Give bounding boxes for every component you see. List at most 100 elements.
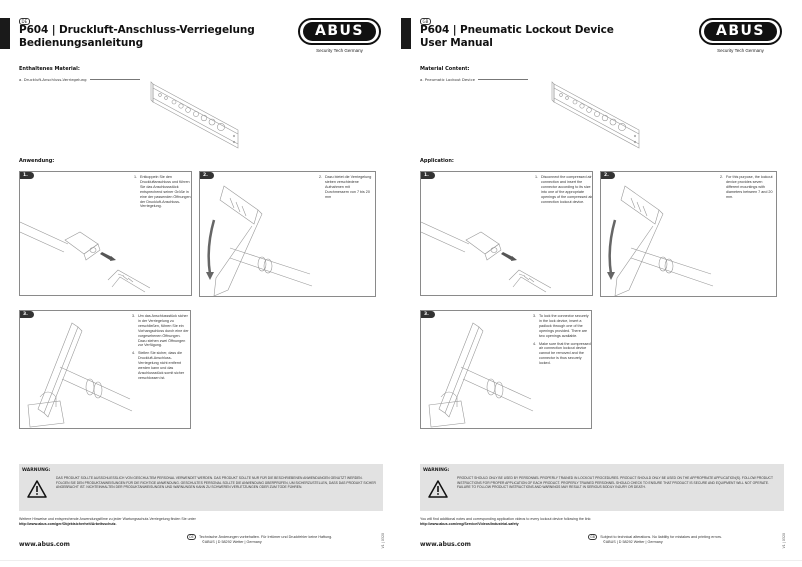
lockout-device-illustration — [150, 81, 239, 149]
step-badge: 3. — [421, 311, 435, 318]
step-number: 2. — [319, 175, 323, 179]
more-info-link[interactable]: http://www.abus.com/eng/Service/Videos/I… — [420, 522, 519, 526]
page-title: P604 | Druckluft-Anschluss-Verriegelung … — [19, 24, 255, 50]
material-heading: Enthaltenes Material: — [19, 66, 80, 72]
connector-illustration — [20, 221, 150, 293]
warning-text: Product should only be used by personnel… — [457, 476, 773, 490]
logo-tagline: Security Tech Germany — [316, 48, 363, 53]
padlock-illustration — [27, 322, 133, 428]
step-number: 3. — [132, 314, 136, 318]
warning-box: WARNUNG: Das Produkt sollte ausschließli… — [19, 464, 383, 511]
title-subtitle: User Manual — [420, 37, 493, 49]
mounting-illustration — [206, 185, 313, 296]
abus-logo: ABUS — [699, 18, 782, 45]
step-number: 1. — [535, 175, 539, 179]
material-item-label: a. Druckluft-Anschluss-Verriegelung — [19, 77, 87, 82]
step-instruction: To lock the connector securely in the lo… — [539, 314, 589, 338]
language-edge-tab — [401, 18, 411, 49]
step-number: 4. — [132, 351, 136, 356]
bottom-divider — [0, 560, 802, 561]
step-instruction: Stellen Sie sicher, dass die Druckluft-A… — [138, 351, 185, 380]
step-2-panel: 2. 2.For this purpose, the lockout devic… — [600, 171, 777, 297]
more-info-text: You will find additional notes and corre… — [420, 517, 592, 521]
curved-arrow-down-icon — [207, 219, 216, 275]
step-number: 1. — [134, 175, 138, 179]
step-instruction: Dazu bietet die Verriegelung sieben vers… — [325, 175, 372, 199]
disclaimer-text: Technische Änderungen vorbehalten. Für I… — [199, 534, 333, 539]
step-2-panel: 2. 2.Dazu bietet die Verriegelung sieben… — [199, 171, 376, 297]
company-address: ©ABUS | D 58292 Wetter | Germany — [202, 540, 262, 544]
application-heading: Application: — [420, 158, 454, 164]
step-badge: 2. — [200, 172, 214, 179]
material-item: a. Druckluft-Anschluss-Verriegelung — [19, 77, 140, 82]
arrow-right-icon — [100, 252, 112, 260]
connector-illustration — [421, 221, 551, 293]
step-number: 4. — [533, 341, 537, 346]
language-edge-tab — [0, 18, 10, 49]
arrow-right-icon — [501, 252, 513, 260]
leader-line — [477, 79, 528, 80]
version-code: V1 | 0320 — [782, 533, 786, 549]
title-product: P604 | Pneumatic Lockout Device — [420, 24, 614, 36]
logo-tagline: Security Tech Germany — [717, 48, 764, 53]
step-3-text: 3.To lock the connector securely in the … — [533, 314, 591, 369]
step-badge: 3. — [20, 311, 34, 318]
step-badge: 2. — [601, 172, 615, 179]
warning-box: WARNING: Product should only be used by … — [420, 464, 784, 511]
application-heading: Anwendung: — [19, 158, 55, 164]
step-instruction: Make sure that the compressed air connec… — [539, 341, 591, 366]
curved-arrow-down-icon — [608, 219, 617, 275]
disclaimer-text: Subject to technical alterations. No lia… — [600, 534, 722, 539]
step-number: 3. — [533, 314, 537, 318]
website-link[interactable]: www.abus.com — [19, 541, 70, 548]
padlock-illustration — [428, 322, 534, 428]
step-1-text: 1.Entkoppeln Sie den Druckluftanschluss … — [134, 175, 191, 212]
title-product: P604 | Druckluft-Anschluss-Verriegelung — [19, 24, 255, 36]
language-badge: GB — [588, 534, 598, 540]
warning-title: WARNING: — [423, 468, 450, 473]
more-info: Weitere Hinweise und entsprechende Anwen… — [19, 517, 196, 527]
step-1-panel: 1. 1.Disconnect the compressed air conne… — [420, 171, 593, 296]
more-info-link[interactable]: http://www.abus.com/ger/Objektsicherheit… — [19, 522, 117, 526]
mounting-illustration — [607, 185, 714, 296]
leader-line — [89, 79, 140, 80]
step-3-panel: 3. 3.Um das Anschlussstück sicher in der… — [19, 310, 191, 429]
lockout-device-illustration — [551, 81, 640, 149]
abus-logo: ABUS — [298, 18, 381, 45]
warning-triangle-icon — [428, 480, 448, 498]
title-subtitle: Bedienungsanleitung — [19, 37, 144, 49]
more-info: You will find additional notes and corre… — [420, 517, 591, 527]
logo-wordmark: ABUS — [303, 22, 376, 41]
step-badge: 1. — [421, 172, 435, 179]
step-instruction: Um das Anschlussstück sicher in der Verr… — [138, 314, 189, 348]
step-1-panel: 1. 1.Entkoppeln Sie den Druckluftanschlu… — [19, 171, 192, 296]
company-address: ©ABUS | D 58292 Wetter | Germany — [603, 540, 663, 544]
step-instruction: For this purpose, the lockout device pro… — [726, 175, 773, 199]
step-instruction: Entkoppeln Sie den Druckluftanschluss un… — [140, 175, 191, 209]
step-2-text: 2.For this purpose, the lockout device p… — [720, 175, 774, 203]
step-number: 2. — [720, 175, 724, 179]
material-heading: Material Content: — [420, 66, 470, 72]
warning-triangle-icon — [27, 480, 47, 498]
material-item-label: a. Pneumatic Lockout Device — [420, 77, 475, 82]
more-info-text: Weitere Hinweise und entsprechende Anwen… — [19, 517, 196, 521]
website-link[interactable]: www.abus.com — [420, 541, 471, 548]
step-3-panel: 3. 3.To lock the connector securely in t… — [420, 310, 592, 429]
step-1-text: 1.Disconnect the compressed air connecti… — [535, 175, 593, 207]
language-badge: GB — [420, 18, 431, 25]
version-code: V1 | 0320 — [381, 533, 385, 549]
page-gb: GB P604 | Pneumatic Lockout Device User … — [401, 0, 802, 567]
language-badge: DE — [187, 534, 197, 540]
step-badge: 1. — [20, 172, 34, 179]
logo-wordmark: ABUS — [704, 22, 777, 41]
step-instruction: Disconnect the compressed air connection… — [541, 175, 593, 204]
warning-title: WARNUNG: — [22, 468, 51, 473]
step-2-text: 2.Dazu bietet die Verriegelung sieben ve… — [319, 175, 373, 203]
step-3-text: 3.Um das Anschlussstück sicher in der Ve… — [132, 314, 190, 384]
material-item: a. Pneumatic Lockout Device — [420, 77, 528, 82]
warning-text: Das Produkt sollte ausschließlich von ge… — [56, 476, 376, 490]
language-badge: DE — [19, 18, 30, 25]
page-title: P604 | Pneumatic Lockout Device User Man… — [420, 24, 614, 50]
